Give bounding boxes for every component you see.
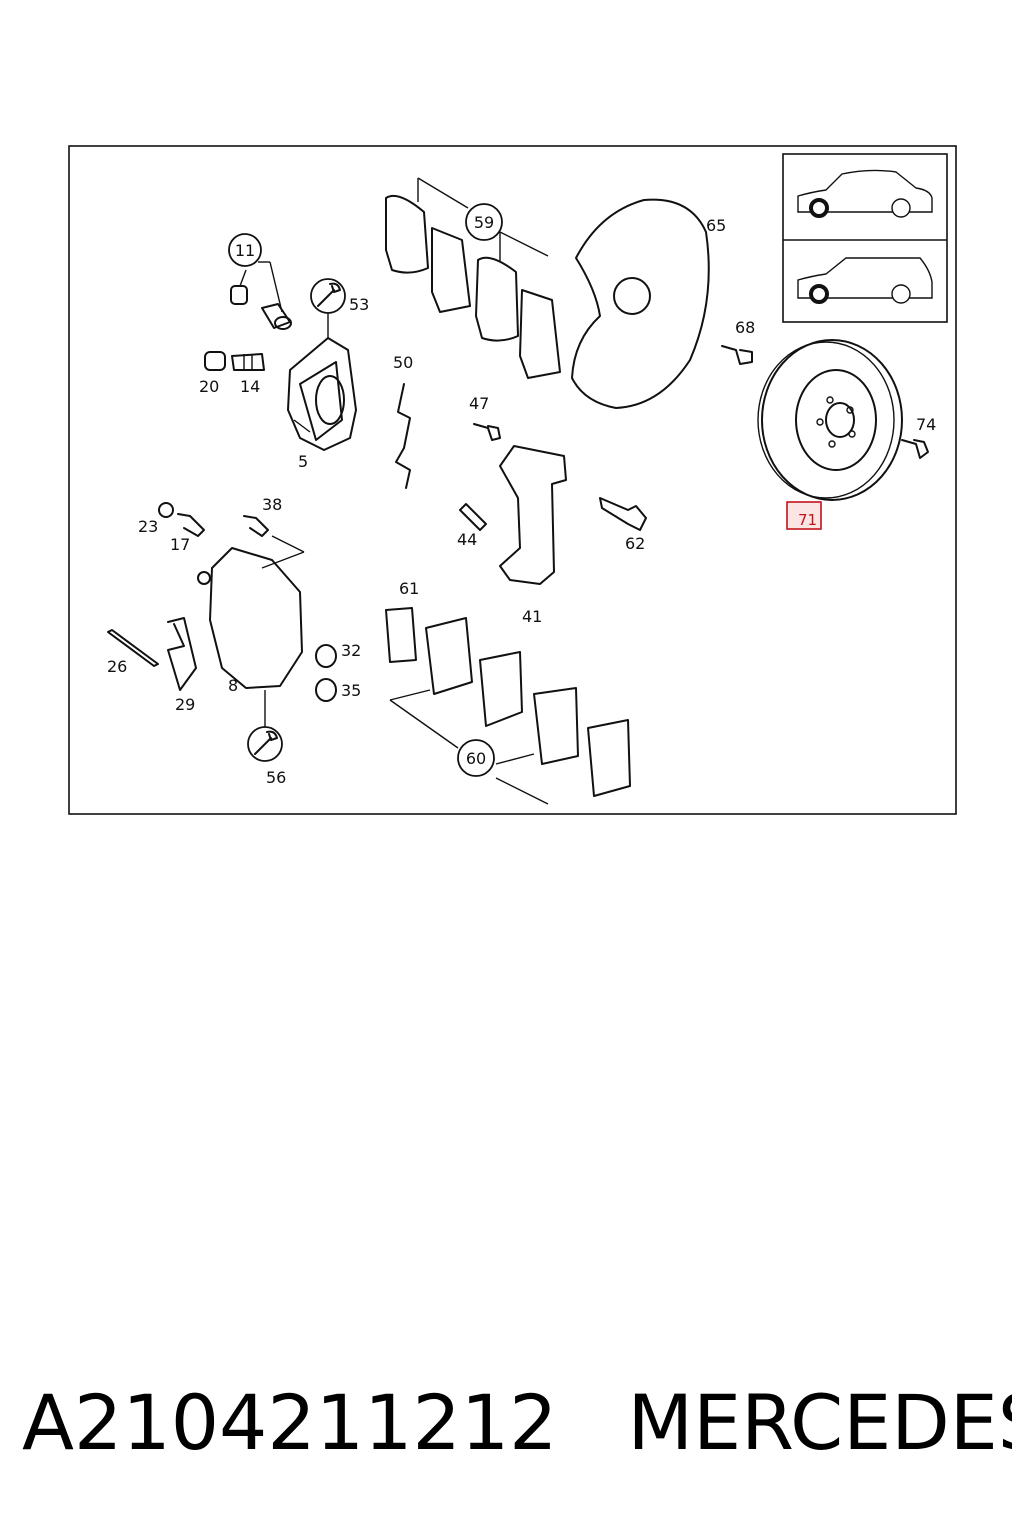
callout-71[interactable]: 71 [786, 501, 822, 530]
callout-32[interactable]: 32 [341, 641, 361, 660]
callout-29[interactable]: 29 [175, 695, 195, 714]
part-26-pin [107, 629, 159, 667]
part-44-pin [459, 503, 487, 531]
sedan-icon[interactable] [797, 169, 933, 218]
part-61-shim [385, 607, 417, 663]
callout-60[interactable]: 60 [457, 739, 495, 777]
part-60-pads [389, 617, 631, 805]
callout-23[interactable]: 23 [138, 517, 158, 536]
callout-41[interactable]: 41 [522, 607, 542, 626]
part-41-carrier [499, 445, 567, 585]
vehicle-selector [782, 153, 948, 323]
part-35-seal [315, 678, 337, 702]
svg-text:71: 71 [798, 511, 817, 529]
svg-text:60: 60 [466, 749, 486, 768]
part-62-sensor [599, 497, 647, 531]
part-number: A2104211212 [22, 1378, 558, 1467]
callout-38[interactable]: 38 [262, 495, 282, 514]
part-caption: A2104211212 MERCEDES [22, 1368, 1012, 1478]
callout-11[interactable]: 11 [228, 233, 262, 267]
part-50-spring [395, 383, 411, 489]
callout-5[interactable]: 5 [298, 452, 308, 471]
part-59-pads [385, 177, 561, 379]
part-71-brake-disc [757, 339, 903, 501]
part-17-bleeder [177, 513, 205, 537]
part-65-shield [571, 198, 710, 409]
callout-68[interactable]: 68 [735, 318, 755, 337]
callout-35[interactable]: 35 [341, 681, 361, 700]
callout-47[interactable]: 47 [469, 394, 489, 413]
callout-44[interactable]: 44 [457, 530, 477, 549]
callout-17[interactable]: 17 [170, 535, 190, 554]
part-23-cap [158, 502, 174, 518]
parts-diagram: 11 53 20 14 5 59 50 65 68 47 74 71 38 23… [68, 145, 957, 815]
wagon-icon[interactable] [797, 257, 933, 304]
callout-61[interactable]: 61 [399, 579, 419, 598]
callout-50[interactable]: 50 [393, 353, 413, 372]
callout-74[interactable]: 74 [916, 415, 936, 434]
callout-26[interactable]: 26 [107, 657, 127, 676]
callout-65[interactable]: 65 [706, 216, 726, 235]
part-8-caliper [209, 547, 303, 689]
brand-name: MERCEDES [627, 1378, 1012, 1467]
part-29-clip [167, 617, 197, 691]
diagram-frame [68, 145, 957, 815]
callout-56[interactable]: 56 [266, 768, 286, 787]
part-68-bolt [721, 345, 753, 365]
wrench-icon-56 [247, 690, 283, 762]
part-38-bolt [243, 515, 269, 537]
callout-59[interactable]: 59 [465, 203, 503, 241]
callout-62[interactable]: 62 [625, 534, 645, 553]
part-32-seal [315, 644, 337, 668]
svg-text:59: 59 [474, 213, 494, 232]
svg-text:11: 11 [235, 241, 255, 260]
part-20-14-drawing [204, 351, 265, 371]
part-47-bolt [473, 423, 501, 441]
callout-20[interactable]: 20 [199, 377, 219, 396]
wrench-icon-53 [310, 278, 346, 338]
callout-14[interactable]: 14 [240, 377, 260, 396]
callout-53[interactable]: 53 [349, 295, 369, 314]
part-5-caliper [287, 337, 357, 451]
part-11-drawing [230, 261, 292, 330]
callout-8[interactable]: 8 [228, 676, 238, 695]
part-74-screw [901, 439, 929, 459]
